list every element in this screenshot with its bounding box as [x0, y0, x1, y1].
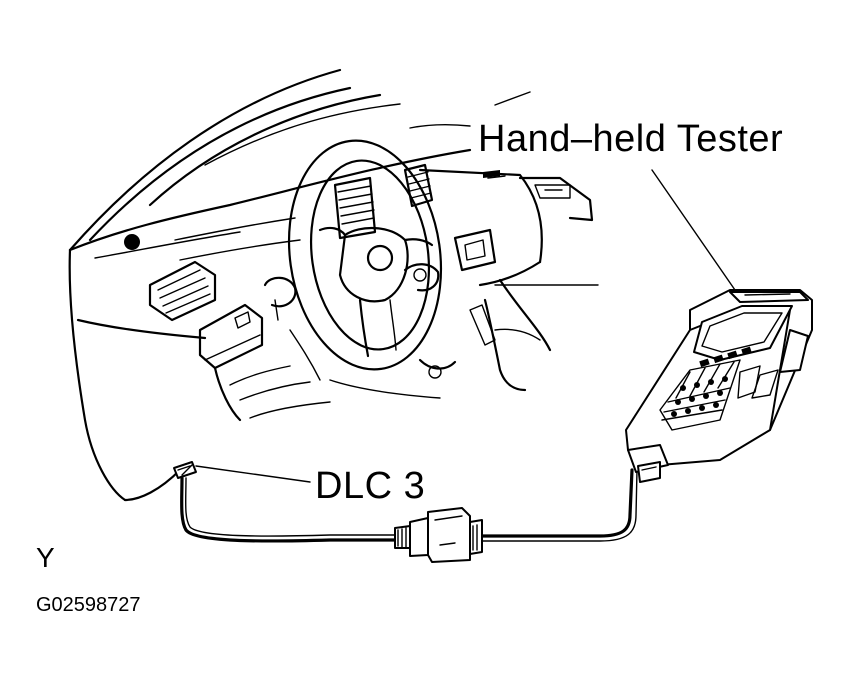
tester-cable: [180, 468, 638, 543]
steering-wheel: [287, 139, 443, 371]
cable-adapter: [394, 507, 483, 563]
dashboard: [68, 148, 472, 502]
tester-keypad: [659, 359, 761, 431]
windshield-pillar: [68, 68, 531, 252]
tester-function-keys: [699, 346, 752, 368]
view-letter-label: Y: [36, 542, 55, 573]
leader-lines: [195, 169, 736, 483]
hand-held-tester: [625, 289, 813, 483]
center-console: [333, 163, 599, 392]
figure-code-label: G02598727: [36, 594, 141, 616]
dlc3-label: DLC 3: [315, 465, 426, 507]
dlc3-port: [173, 461, 197, 479]
hand-held-tester-label: Hand–held Tester: [478, 118, 784, 160]
